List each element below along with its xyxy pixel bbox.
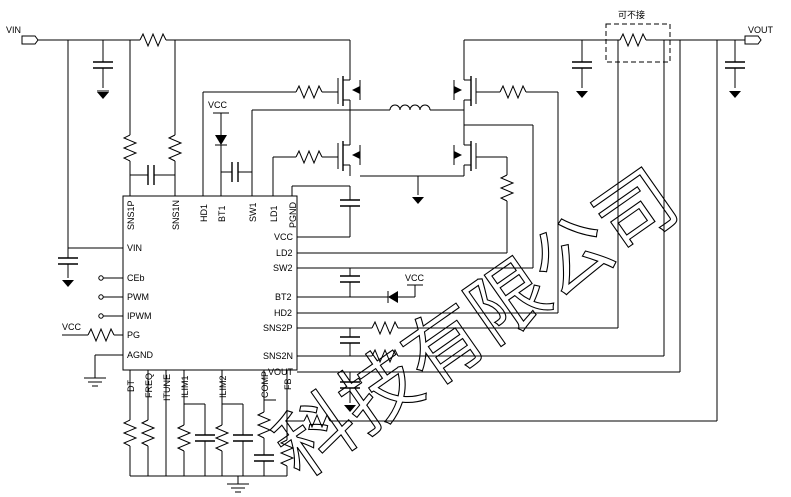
ground-symbol xyxy=(344,405,356,412)
pin-pgnd: PGND xyxy=(288,201,298,228)
pg-pullup-resistor xyxy=(87,327,115,343)
pin-dt: DT xyxy=(126,380,136,392)
hd1-gate-resistor xyxy=(295,84,323,100)
pin-sns1p: SNS1P xyxy=(126,200,136,230)
vin-label: VIN xyxy=(6,25,21,35)
optional-annotation: 可不接 xyxy=(618,9,645,20)
vcc-pg-label: VCC xyxy=(62,322,82,332)
ground-symbol xyxy=(97,92,109,99)
pin-sns2n: SNS2N xyxy=(263,351,293,361)
ilim1-resistor xyxy=(176,424,192,452)
ground-symbol xyxy=(412,197,424,204)
vcc-top-label: VCC xyxy=(208,100,228,110)
optional-component-box xyxy=(605,23,671,63)
mosfet-q4-low-side xyxy=(453,141,477,176)
pin-pwm: PWM xyxy=(127,292,149,302)
pin-sns2p: SNS2P xyxy=(263,323,293,333)
vin-port xyxy=(21,35,39,45)
pin-ilim2: ILIM2 xyxy=(218,375,228,398)
ground-symbol xyxy=(729,91,741,98)
pin-hd1: HD1 xyxy=(199,204,209,222)
vcc-bt2-label: VCC xyxy=(405,273,425,283)
pin-ld2: LD2 xyxy=(276,248,293,258)
pin-pg: PG xyxy=(127,330,140,340)
hd2-gate-resistor xyxy=(499,84,527,100)
pin-ceb: CEb xyxy=(127,273,145,283)
output-sense-resistor xyxy=(619,32,647,48)
ilim2-resistor xyxy=(214,424,230,452)
power-inductor xyxy=(389,104,431,111)
pin-vin: VIN xyxy=(127,243,142,253)
sns2p-resistor xyxy=(371,320,399,336)
mosfet-q3-high-side xyxy=(453,40,477,145)
mosfet-q2-low-side xyxy=(337,125,361,176)
pin-bt1: BT1 xyxy=(217,205,227,222)
sns2n-resistor xyxy=(371,348,399,364)
pin-bt2: BT2 xyxy=(275,292,292,302)
pin-ipwm: IPWM xyxy=(127,311,152,321)
ld2-resistor xyxy=(499,174,515,202)
pin-freq: FREQ xyxy=(144,373,154,398)
comp-resistor xyxy=(256,411,272,439)
watermark-text: 科技有限公司 xyxy=(259,153,694,495)
pin-vcc: VCC xyxy=(274,232,294,242)
pin-itune: ITUNE xyxy=(162,374,172,401)
ld1-gate-resistor xyxy=(295,149,323,165)
pin-sw2: SW2 xyxy=(273,263,293,273)
fb-lower-resistor xyxy=(279,439,295,467)
vout-label: VOUT xyxy=(748,25,774,35)
pin-sw1: SW1 xyxy=(248,202,258,222)
input-sense-resistor xyxy=(139,32,167,48)
freq-resistor xyxy=(140,419,156,447)
sns1n-resistor xyxy=(167,134,183,162)
mosfet-q1-high-side xyxy=(337,70,361,125)
dt-resistor xyxy=(122,419,138,447)
vout-port xyxy=(744,35,762,45)
ground-symbol xyxy=(576,91,588,98)
pin-sns1n: SNS1N xyxy=(171,200,181,230)
pin-comp: COMP xyxy=(260,371,270,398)
pin-ld1: LD1 xyxy=(269,205,279,222)
pin-hd2: HD2 xyxy=(274,308,292,318)
pin-fb: FB xyxy=(283,378,293,390)
controller-ic xyxy=(122,195,298,371)
pin-agnd: AGND xyxy=(127,350,154,360)
pin-ilim1: ILIM1 xyxy=(180,375,190,398)
bootstrap-diode-2 xyxy=(388,291,398,303)
bootstrap-diode-1 xyxy=(215,135,227,145)
pin-vout: VOUT xyxy=(268,367,294,377)
ground-symbol xyxy=(62,280,74,287)
sns1p-resistor xyxy=(122,134,138,162)
fb-divider-resistor xyxy=(303,413,331,429)
